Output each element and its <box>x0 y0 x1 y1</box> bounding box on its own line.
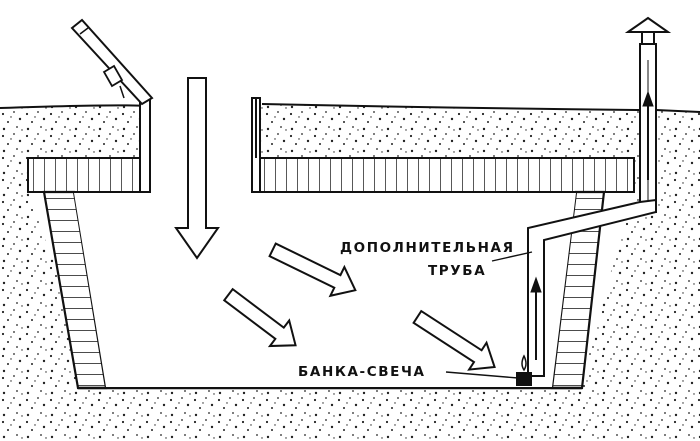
roof-slab-right <box>257 157 635 193</box>
hatch-lid <box>70 18 154 106</box>
label-extra-pipe-line2: ТРУБА <box>428 263 486 279</box>
label-candle-jar: БАНКА-СВЕЧА <box>298 364 426 380</box>
airflow-arrow-1 <box>268 242 357 298</box>
additional-pipe <box>527 198 657 377</box>
candle-jar <box>516 354 532 386</box>
label-extra-pipe-line1: ДОПОЛНИТЕЛЬНАЯ <box>340 240 515 256</box>
airflow-arrow-2 <box>222 287 297 348</box>
pipe-cap <box>624 16 672 33</box>
cellar-cavity <box>74 193 576 387</box>
airflow-arrows <box>222 242 496 371</box>
leader-extra-pipe <box>491 251 533 262</box>
airflow-arrow-3 <box>412 309 496 371</box>
intake-arrow-down <box>174 77 220 260</box>
entrance-wall-left <box>139 99 151 193</box>
leader-candle-jar <box>445 371 519 379</box>
roof-slab-left <box>27 157 151 193</box>
pipe-airflow-arrows <box>530 90 654 360</box>
